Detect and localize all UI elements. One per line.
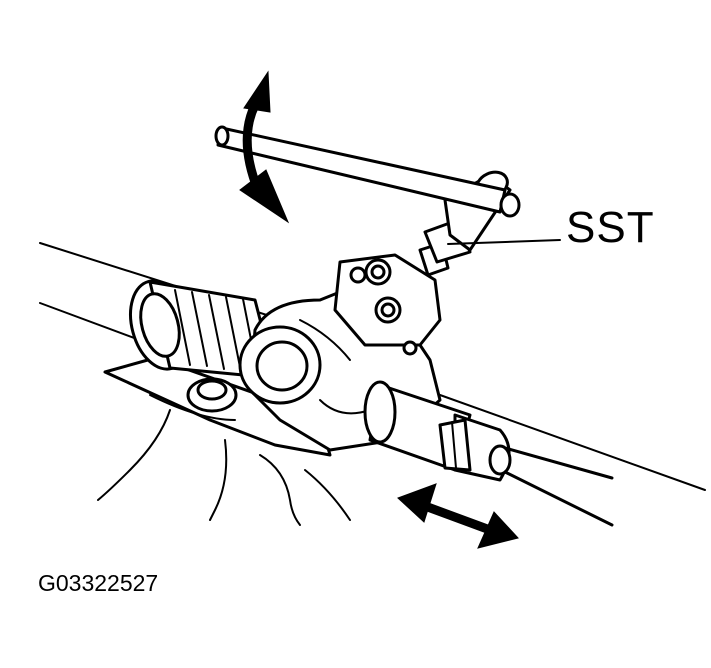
sst-leader-line	[447, 239, 561, 245]
sst-label: SST	[566, 203, 655, 252]
rotate-arrow-icon	[239, 70, 290, 224]
tie-rod	[439, 394, 706, 527]
figure-id: G03322527	[38, 570, 159, 596]
slide-arrow-icon	[397, 483, 519, 549]
sst-tool	[214, 125, 521, 277]
valve-body	[333, 253, 442, 356]
mount-bolt	[186, 377, 238, 413]
